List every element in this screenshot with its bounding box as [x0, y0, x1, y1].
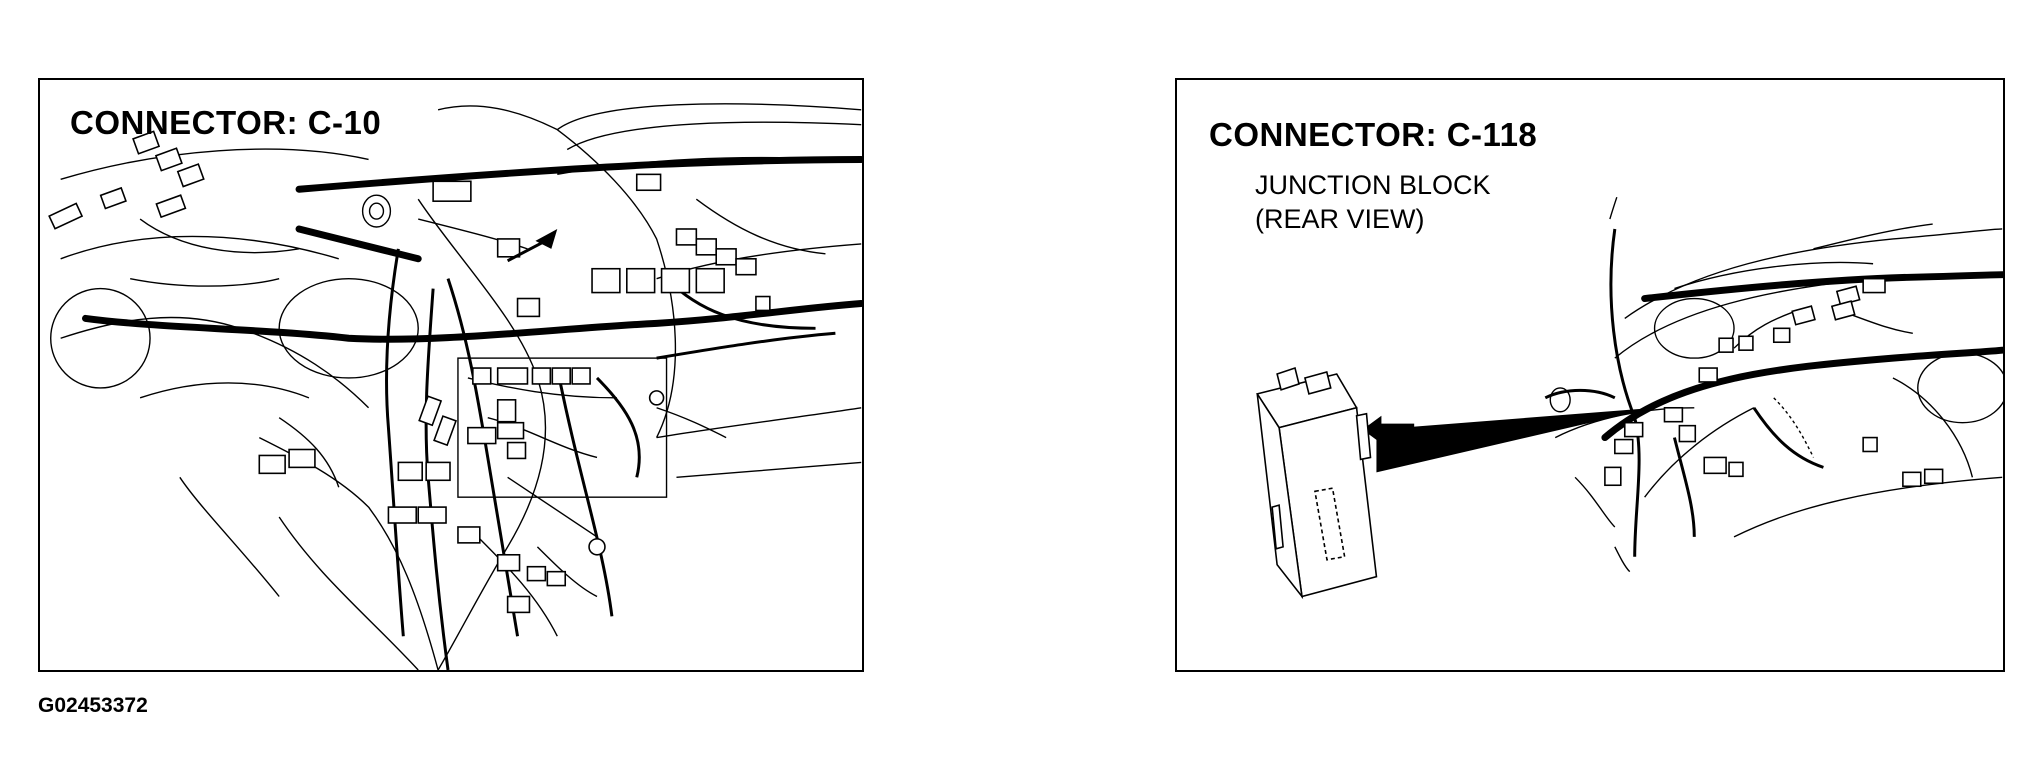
c10-dashboard-wiring-illustration: [48, 103, 862, 670]
connector-c10-title: CONNECTOR: C-10: [70, 104, 382, 141]
connector-c10-panel: CONNECTOR: C-10: [38, 78, 864, 672]
view-orientation-label: (REAR VIEW): [1255, 204, 1425, 234]
connector-c118-panel: CONNECTOR: C-118 JUNCTION BLOCK (REAR VI…: [1175, 78, 2005, 672]
figure-id-label: G02453372: [38, 694, 148, 717]
c118-junction-block-illustration: [1255, 196, 2003, 600]
connector-c118-title: CONNECTOR: C-118: [1209, 116, 1538, 153]
junction-block-shape: [1255, 367, 1378, 600]
junction-block-label: JUNCTION BLOCK: [1255, 170, 1491, 200]
